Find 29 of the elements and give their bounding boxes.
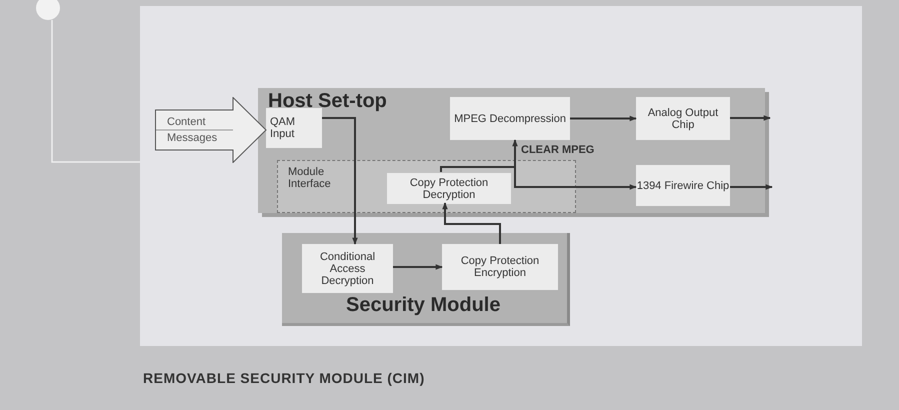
- arrow-label: Messages: [167, 132, 218, 144]
- arrow: [730, 115, 771, 121]
- figure-caption: REMOVABLE SECURITY MODULE (CIM): [143, 370, 425, 386]
- arrow: [322, 117, 358, 245]
- box-label: MPEG Decompression: [454, 112, 566, 124]
- edge-label: CLEAR MPEG: [519, 144, 596, 156]
- process-box: [442, 244, 558, 290]
- container-title: Security Module: [346, 294, 500, 317]
- process-box: [636, 97, 730, 140]
- host-container: [258, 88, 765, 213]
- arrow-label: Content: [167, 116, 206, 128]
- interface-region: [277, 160, 576, 213]
- box-label: Copy Protection Decryption: [408, 176, 490, 200]
- process-box: [450, 97, 570, 140]
- process-box: [636, 165, 730, 206]
- process-box: [302, 244, 393, 293]
- arrow: [730, 184, 773, 190]
- box-label: Analog Output Chip: [646, 106, 720, 130]
- arrow: [442, 202, 501, 244]
- box-label: QAM Input: [270, 116, 296, 140]
- box-label: Copy Protection Encryption: [460, 255, 540, 279]
- arrow: [393, 264, 443, 270]
- box-label: 1394 Firewire Chip: [636, 180, 730, 192]
- process-box: [387, 173, 511, 204]
- container-title: Host Set-top: [268, 90, 387, 113]
- region-label: Module Interface: [288, 166, 332, 190]
- module-container: [282, 233, 570, 326]
- box-label: Conditional Access Decryption: [318, 250, 376, 286]
- arrow: [570, 116, 637, 122]
